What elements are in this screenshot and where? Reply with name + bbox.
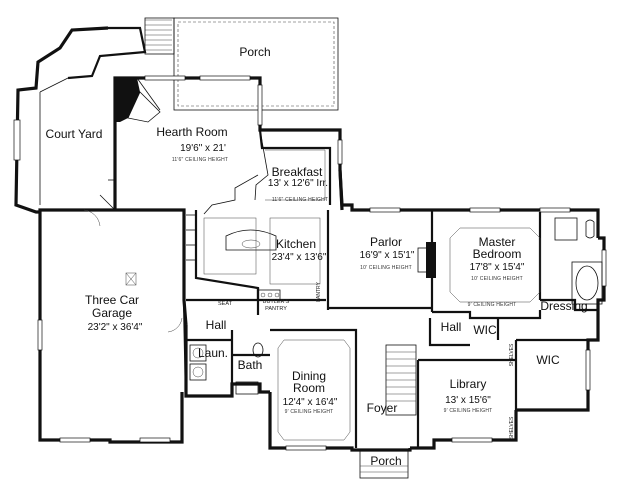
kitchen-island xyxy=(186,214,321,301)
seat-label: SEAT xyxy=(218,301,233,307)
interior-walls xyxy=(99,129,598,448)
dining-ceiling: 9' CEILING HEIGHT xyxy=(285,409,334,415)
master-ceiling-extra: 9' CEILING HEIGHT xyxy=(468,302,517,308)
porch-top-area xyxy=(144,17,339,111)
dining-label-2: Room xyxy=(293,381,325,395)
foyer-label: Foyer xyxy=(367,401,398,415)
master-bedroom-dims: 17'8" x 15'4" xyxy=(470,262,525,273)
butlers-pantry-label-1: BUTLER'S xyxy=(263,299,290,305)
wic-small-label: WIC xyxy=(473,323,497,337)
hall-left-label: Hall xyxy=(206,318,227,332)
kitchen-label: Kitchen xyxy=(276,237,316,251)
court-yard-label: Court Yard xyxy=(46,127,103,141)
breakfast-ceiling: 11'6" CEILING HEIGHT xyxy=(272,197,328,203)
porch-bottom-area xyxy=(359,449,409,479)
hearth-room-label: Hearth Room xyxy=(156,125,227,139)
hearth-room-dims: 19'6" x 21' xyxy=(180,143,226,154)
library-dims: 13' x 15'6" xyxy=(445,395,491,406)
master-bath-fixtures xyxy=(554,217,603,305)
laundry-label: Laun. xyxy=(198,346,228,360)
hearth-fireplace xyxy=(115,77,161,123)
shelves-label-1: SHELVES xyxy=(509,343,515,366)
parlor-fireplace xyxy=(417,242,436,278)
parlor-dims: 16'9" x 15'1" xyxy=(360,250,415,261)
library-ceiling: 9' CEILING HEIGHT xyxy=(444,408,493,414)
master-bedroom-label-2: Bedroom xyxy=(473,247,522,261)
dining-dims: 12'4" x 16'4" xyxy=(283,397,338,408)
hall-right-label: Hall xyxy=(441,320,462,334)
bath-label: Bath xyxy=(238,358,263,372)
stairs xyxy=(385,344,417,416)
dining-tray xyxy=(277,339,351,441)
room-labels: Porch Court Yard Hearth Room 19'6" x 21'… xyxy=(46,45,588,468)
garage-dims: 23'2" x 36'4" xyxy=(88,322,143,333)
porch-bottom-label: Porch xyxy=(370,454,401,468)
butlers-pantry-label-2: PANTRY xyxy=(265,306,287,312)
parlor-ceiling: 10' CEILING HEIGHT xyxy=(360,265,412,271)
dining-label-1: Dining xyxy=(292,369,326,383)
breakfast-label: Breakfast xyxy=(272,165,323,179)
hearth-room-ceiling: 11'6" CEILING HEIGHT xyxy=(172,157,228,163)
garage-label-2: Garage xyxy=(92,306,132,320)
garage-label-1: Three Car xyxy=(85,293,139,307)
library-label: Library xyxy=(450,377,487,391)
laundry-fixtures xyxy=(189,342,264,395)
court-yard-area xyxy=(13,26,147,214)
master-bedroom-tray xyxy=(449,227,541,303)
shelves-label-2: SHELVES xyxy=(509,416,515,439)
dressing-label: Dressing xyxy=(540,299,587,313)
breakfast-dims: 13' x 12'6" Irr. xyxy=(268,178,328,189)
master-bedroom-ceiling: 10' CEILING HEIGHT xyxy=(471,276,523,282)
wic-large-label: WIC xyxy=(536,353,560,367)
kitchen-dims: 23'4" x 13'6" xyxy=(272,252,327,263)
master-bedroom-label-1: Master xyxy=(479,235,516,249)
parlor-label: Parlor xyxy=(370,235,402,249)
windows xyxy=(37,75,607,451)
pantry-label: PANTRY xyxy=(316,281,322,301)
breakfast-detail xyxy=(108,149,326,201)
porch-top-label: Porch xyxy=(239,45,270,59)
garage-markers xyxy=(83,209,183,333)
